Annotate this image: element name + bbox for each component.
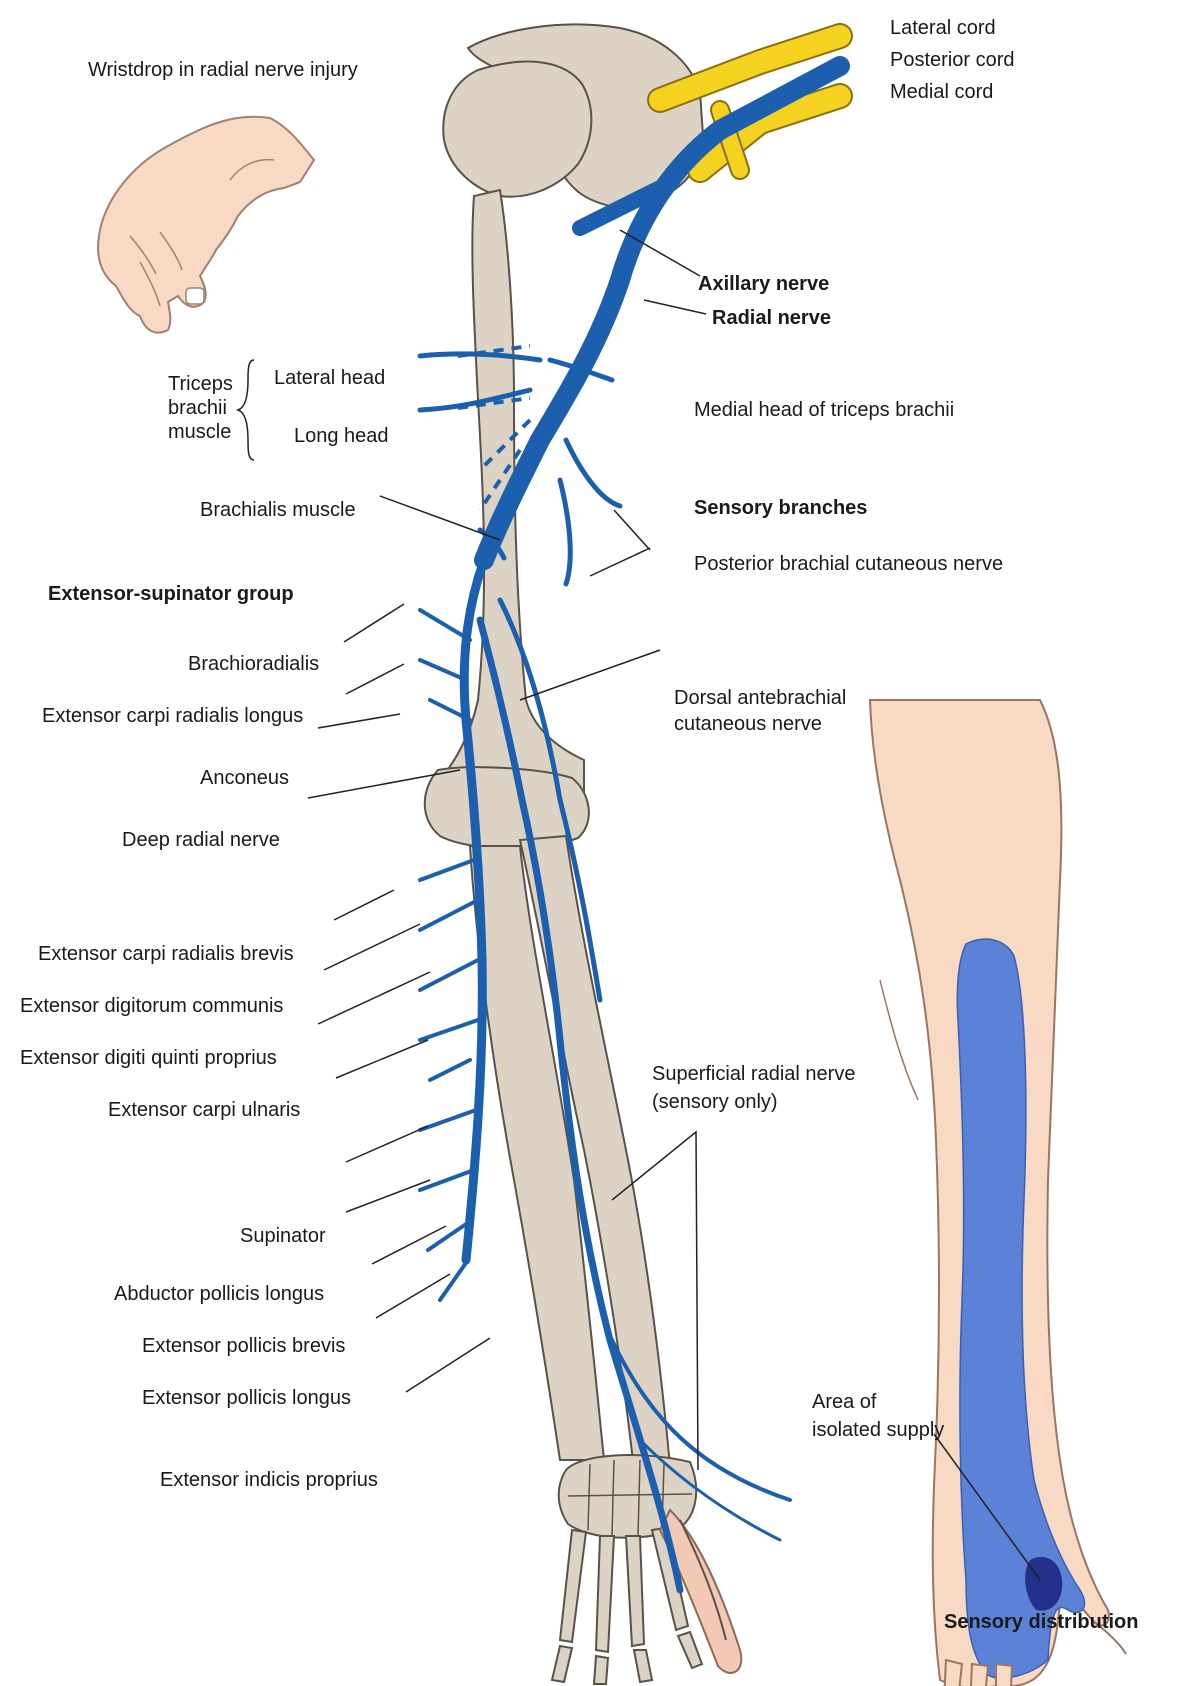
ep-brevis-label: Extensor pollicis brevis: [142, 1334, 345, 1358]
hand-shape: [98, 117, 314, 333]
ec-ulnaris-label: Extensor carpi ulnaris: [108, 1098, 300, 1122]
dorsal-antebrachial-label-2: cutaneous nerve: [674, 712, 822, 736]
bones: [425, 24, 704, 1537]
sensory-branches-label: Sensory branches: [694, 496, 867, 520]
triceps-label-1: Triceps: [168, 372, 233, 396]
superficial-radial-label-1: Superficial radial nerve: [652, 1062, 855, 1086]
sensory-arm: [870, 700, 1126, 1686]
brachioradialis-label: Brachioradialis: [188, 652, 319, 676]
isolated-supply-label-2: isolated supply: [812, 1418, 944, 1442]
ecr-longus-label: Extensor carpi radialis longus: [42, 704, 303, 728]
medial-head-label: Medial head of triceps brachii: [694, 398, 954, 422]
radial-nerve-label: Radial nerve: [712, 306, 831, 330]
posterior-cord-label: Posterior cord: [890, 48, 1015, 72]
extensor-supinator-group-label: Extensor-supinator group: [48, 582, 294, 606]
triceps-label-2: brachii: [168, 396, 227, 420]
lateral-cord-label: Lateral cord: [890, 16, 996, 40]
ep-longus-label: Extensor pollicis longus: [142, 1386, 351, 1410]
ei-proprius-label: Extensor indicis proprius: [160, 1468, 378, 1492]
ecr-brevis-label: Extensor carpi radialis brevis: [38, 942, 294, 966]
thumbnail: [186, 288, 204, 304]
lateral-head-label: Lateral head: [274, 366, 385, 390]
brachialis-label: Brachialis muscle: [200, 498, 356, 522]
deep-radial-label: Deep radial nerve: [122, 828, 280, 852]
posterior-brachial-label: Posterior brachial cutaneous nerve: [694, 552, 1003, 576]
dorsal-antebrachial-label-1: Dorsal antebrachial: [674, 686, 846, 710]
isolated-supply-label-1: Area of: [812, 1390, 876, 1414]
sensory-area: [957, 939, 1084, 1678]
triceps-label-3: muscle: [168, 420, 231, 444]
ed-communis-label: Extensor digitorum communis: [20, 994, 283, 1018]
medial-cord-label: Medial cord: [890, 80, 993, 104]
supinator-label: Supinator: [240, 1224, 326, 1248]
ap-longus-label: Abductor pollicis longus: [114, 1282, 324, 1306]
wristdrop-label: Wristdrop in radial nerve injury: [88, 58, 358, 82]
wristdrop-hand: [98, 117, 314, 333]
sensory-distribution-label: Sensory distribution: [944, 1610, 1138, 1634]
anconeus-label: Anconeus: [200, 766, 289, 790]
superficial-radial-label-2: (sensory only): [652, 1090, 778, 1114]
long-head-label: Long head: [294, 424, 389, 448]
axillary-nerve-label: Axillary nerve: [698, 272, 829, 296]
edq-proprius-label: Extensor digiti quinti proprius: [20, 1046, 277, 1070]
